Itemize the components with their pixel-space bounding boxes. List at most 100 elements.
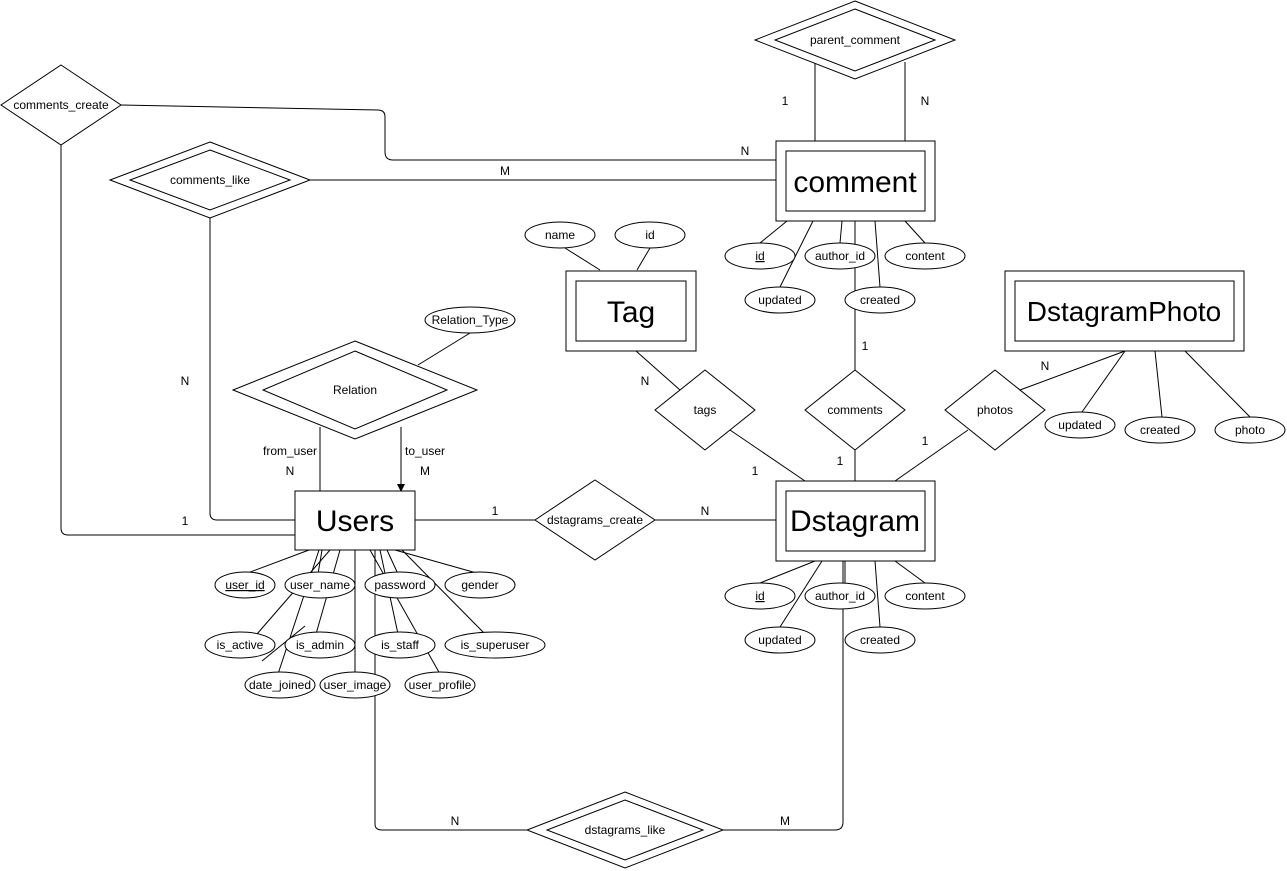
attribute-comment-updated[interactable]: updated	[744, 286, 816, 314]
attribute-comment-content[interactable]: content	[884, 242, 966, 270]
entity-label: Users	[316, 505, 394, 538]
attribute-label: created	[860, 293, 900, 307]
attribute-comment-id[interactable]: id	[724, 242, 796, 270]
relationship-label: dstagrams_like	[585, 823, 666, 837]
cardinality-photos-dstagram: 1	[922, 434, 929, 448]
cardinality-labels: 1 N N M 1 N N 1 1 1 N 1 N M 1 N N M	[181, 94, 1050, 828]
attribute-label: user_image	[324, 678, 387, 692]
attribute-label: updated	[758, 633, 801, 647]
attribute-users-user-id[interactable]: user_id	[214, 571, 276, 599]
attribute-label: user_id	[225, 578, 264, 592]
attribute-label: user_name	[290, 578, 350, 592]
relationship-label: comments	[827, 403, 882, 417]
cardinality-tags-tag: N	[641, 374, 650, 388]
cardinality-comments-like-comment: M	[500, 164, 510, 178]
attribute-comment-author-id[interactable]: author_id	[804, 242, 876, 270]
cardinality-create-dstagram: N	[701, 504, 710, 518]
relationship-photos[interactable]: photos	[944, 369, 1046, 451]
cardinality-relation-from: N	[286, 464, 295, 478]
attribute-label: gender	[461, 578, 498, 592]
attribute-label: author_id	[815, 589, 865, 603]
cardinality-photos-photo: N	[1041, 359, 1050, 373]
attribute-photo-photo[interactable]: photo	[1214, 416, 1286, 444]
attribute-users-is-active[interactable]: is_active	[204, 631, 276, 659]
cardinality-comments-dstagram: 1	[837, 454, 844, 468]
role-label-to-user: to_user	[405, 444, 445, 458]
cardinality-like-users: N	[451, 814, 460, 828]
entity-label: comment	[793, 166, 917, 199]
relationship-comments[interactable]: comments	[804, 369, 906, 451]
attribute-photo-created[interactable]: created	[1124, 416, 1196, 444]
entity-dstagram[interactable]: Dstagram	[775, 480, 936, 562]
attribute-users-user-name[interactable]: user_name	[284, 571, 356, 599]
entity-users[interactable]: Users	[294, 490, 416, 551]
attribute-tag-name[interactable]: name	[524, 221, 596, 249]
relationship-comments-like[interactable]: comments_like	[108, 141, 312, 219]
cardinality-comments-comment: 1	[862, 339, 869, 353]
attribute-users-is-admin[interactable]: is_admin	[284, 631, 356, 659]
attribute-users-user-image[interactable]: user_image	[319, 671, 391, 699]
entity-label: Dstagram	[790, 505, 920, 538]
cardinality-parent-right: N	[921, 94, 930, 108]
entity-label: Tag	[607, 296, 655, 329]
attribute-users-user-profile[interactable]: user_profile	[404, 671, 476, 699]
attribute-label: is_staff	[381, 638, 419, 652]
attribute-users-password[interactable]: password	[364, 571, 436, 599]
attribute-label: user_profile	[409, 678, 472, 692]
attribute-label: date_joined	[249, 678, 311, 692]
attribute-label: password	[374, 578, 425, 592]
relationship-label: dstagrams_create	[547, 513, 643, 527]
attribute-label: name	[545, 228, 575, 242]
cardinality-comments-create-comment: N	[741, 144, 750, 158]
attribute-users-is-superuser[interactable]: is_superuser	[444, 631, 546, 659]
relationship-label: photos	[977, 403, 1013, 417]
relationship-label: parent_comment	[810, 33, 901, 47]
cardinality-parent-left: 1	[782, 94, 789, 108]
attribute-dstagram-author-id[interactable]: author_id	[804, 582, 876, 610]
cardinality-comments-like-users: N	[181, 374, 190, 388]
attribute-dstagram-created[interactable]: created	[844, 626, 916, 654]
relationship-tags[interactable]: tags	[654, 369, 756, 451]
relationship-label: Relation	[333, 383, 377, 397]
attribute-label: content	[905, 589, 945, 603]
attribute-users-date-joined[interactable]: date_joined	[244, 671, 316, 699]
attribute-label: id	[645, 228, 654, 242]
attribute-dstagram-content[interactable]: content	[884, 582, 966, 610]
relationship-relation[interactable]: Relation	[231, 340, 479, 440]
entity-dstagram-photo[interactable]: DstagramPhoto	[1004, 270, 1245, 352]
relationship-label: tags	[694, 403, 717, 417]
cardinality-tags-dstagram: 1	[752, 464, 759, 478]
relationship-dstagrams-like[interactable]: dstagrams_like	[525, 791, 725, 869]
attribute-label: id	[755, 249, 764, 263]
relationship-label: comments_create	[13, 98, 109, 112]
entity-tag[interactable]: Tag	[565, 270, 697, 352]
attribute-dstagram-id[interactable]: id	[724, 582, 796, 610]
role-label-from-user: from_user	[263, 444, 317, 458]
attribute-label: id	[755, 589, 764, 603]
attribute-label: updated	[758, 293, 801, 307]
cardinality-comments-create-users: 1	[182, 514, 189, 528]
attribute-photo-updated[interactable]: updated	[1044, 411, 1116, 439]
relationship-parent-comment[interactable]: parent_comment	[753, 0, 957, 80]
attribute-label: updated	[1058, 418, 1101, 432]
attribute-comment-created[interactable]: created	[844, 286, 916, 314]
attribute-label: author_id	[815, 249, 865, 263]
entity-comment[interactable]: comment	[775, 140, 936, 222]
attribute-label: is_superuser	[461, 638, 530, 652]
connector-lines	[60, 62, 1251, 831]
relationship-label: comments_like	[170, 173, 250, 187]
entity-label: DstagramPhoto	[1027, 296, 1222, 327]
attribute-dstagram-updated[interactable]: updated	[744, 626, 816, 654]
attribute-relation-type[interactable]: Relation_Type	[424, 306, 516, 334]
attribute-label: photo	[1235, 423, 1265, 437]
attribute-label: created	[860, 633, 900, 647]
attribute-tag-id[interactable]: id	[614, 221, 686, 249]
attribute-users-is-staff[interactable]: is_staff	[364, 631, 436, 659]
relationship-dstagrams-create[interactable]: dstagrams_create	[534, 479, 656, 561]
attribute-users-gender[interactable]: gender	[444, 571, 516, 599]
cardinality-like-dstagram: M	[780, 814, 790, 828]
relationship-comments-create[interactable]: comments_create	[0, 64, 122, 146]
attribute-label: is_admin	[296, 638, 344, 652]
attribute-label: Relation_Type	[432, 313, 509, 327]
